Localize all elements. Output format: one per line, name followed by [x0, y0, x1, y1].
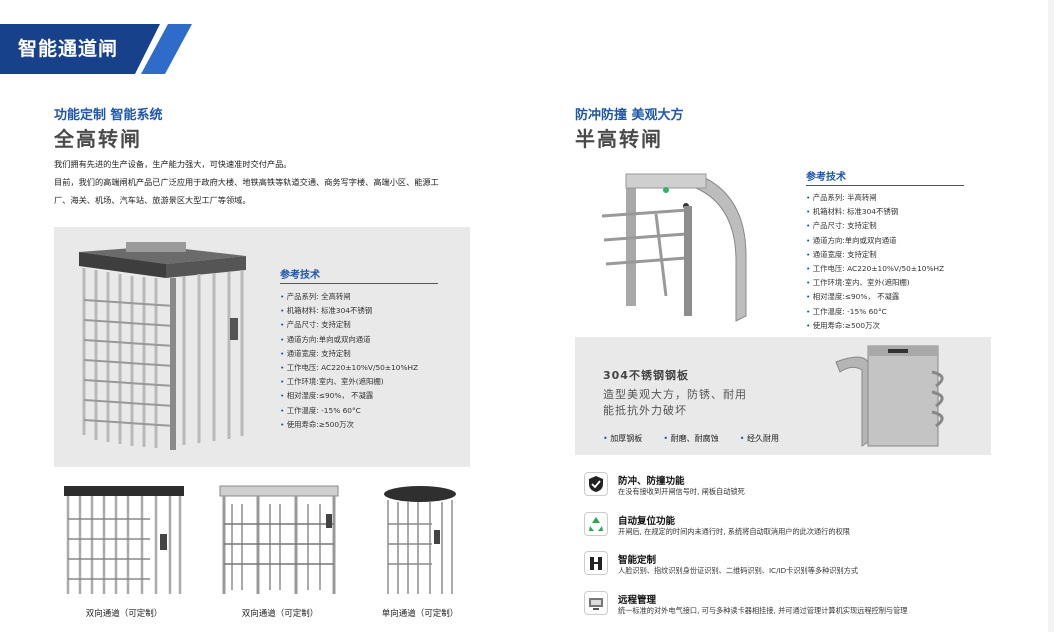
variant-caption-1: 双向通道（可定制）	[85, 609, 163, 619]
spec-item: 产品尺寸: 支持定制	[806, 219, 944, 233]
spec-item: 机箱材料: 标准304不锈钢	[280, 304, 418, 318]
steel-desc-line: 能抵抗外力破坏	[603, 404, 687, 417]
feature-desc: 开闸后, 在规定的时间内未通行时, 系统将自动取消用户的此次通行的权限	[618, 527, 850, 536]
variant-image-2	[219, 485, 339, 594]
feature-desc: 统一标准的对外电气接口, 可与多种读卡器相挂接, 并可通过管理计算机实现远程控制…	[618, 606, 908, 615]
spec-item: 产品系列: 全高转闸	[280, 290, 418, 304]
steel-tag: 耐磨、耐腐蚀	[663, 434, 718, 443]
left-subtitle: 功能定制 智能系统	[54, 108, 163, 123]
right-title: 半高转闸	[575, 127, 663, 151]
spec-item: 工作环境:室内、室外(遮阳棚)	[280, 375, 418, 389]
variant-image-3	[384, 486, 456, 594]
intro-line: 我们拥有先进的生产设备，生产能力强大，可快速准时交付产品。	[54, 159, 292, 169]
spec-item: 使用寿命:≥500万次	[280, 418, 418, 432]
left-spec-title: 参考技术	[280, 270, 320, 281]
spec-item: 使用寿命:≥500万次	[806, 319, 944, 333]
left-spec-divider	[280, 283, 438, 284]
feature-title: 自动复位功能	[618, 516, 676, 527]
variant-image-1	[64, 486, 184, 594]
intro-line: 目前，我们的高端闸机产品已广泛应用于政府大楼、地铁高铁等轨道交通、商务写字楼、高…	[54, 177, 439, 187]
half-height-turnstile-image	[601, 173, 747, 322]
variant-caption-3: 单向通道（可定制）	[381, 609, 459, 619]
spec-item: 相对湿度:≤90%， 不凝露	[280, 389, 418, 403]
feature-title: 远程管理	[618, 595, 657, 606]
spec-item: 相对湿度:≤90%， 不凝露	[806, 290, 944, 304]
spec-item: 工作电压: AC220±10%V/50±10%HZ	[280, 361, 418, 375]
remote-management-icon	[584, 591, 608, 615]
left-title: 全高转闸	[54, 127, 142, 151]
spec-item: 机箱材料: 标准304不锈钢	[806, 205, 944, 219]
feature-title: 防冲、防撞功能	[618, 476, 685, 487]
steel-tag: 经久耐用	[740, 434, 779, 443]
spec-item: 通道宽度: 支持定制	[806, 248, 944, 262]
feature-desc: 在没有接收到开闸信号时, 闸板自动锁死	[618, 487, 745, 496]
spec-item: 产品系列: 半高转闸	[806, 191, 944, 205]
feature-title: 智能定制	[618, 555, 657, 566]
steel-turnstile-image	[835, 345, 944, 447]
spec-item: 通道宽度: 支持定制	[280, 347, 418, 361]
steel-title: 304不锈钢钢板	[603, 369, 689, 382]
right-spec-list: 产品系列: 半高转闸 机箱材料: 标准304不锈钢 产品尺寸: 支持定制 通道方…	[806, 191, 944, 333]
recycle-icon	[584, 512, 608, 536]
spec-item: 通道方向:单向或双向通道	[280, 333, 418, 347]
full-height-turnstile-image	[79, 242, 246, 450]
page-edge	[1048, 0, 1054, 632]
steel-description: 造型美观大方，防锈、耐用 能抵抗外力破坏	[603, 387, 747, 419]
steel-tags: 加厚钢板 耐磨、耐腐蚀 经久耐用	[603, 426, 795, 445]
variant-caption-2: 双向通道（可定制）	[241, 609, 319, 619]
spec-item: 工作温度: -15% 60°C	[806, 305, 944, 319]
left-spec-list: 产品系列: 全高转闸 机箱材料: 标准304不锈钢 产品尺寸: 支持定制 通道方…	[280, 290, 418, 432]
spec-item: 工作温度: -15% 60°C	[280, 404, 418, 418]
spec-item: 通道方向:单向或双向通道	[806, 234, 944, 248]
feature-desc: 人脸识别、指纹识别身份证识别、二维码识别、IC/ID卡识别等多种识别方式	[618, 566, 859, 575]
shield-icon	[584, 472, 608, 496]
intro-line: 厂、海关、机场、汽车站、旅游景区大型工厂等领域。	[54, 195, 251, 205]
page-title: 智能通道闸	[18, 38, 119, 60]
turnstile-icon	[584, 551, 608, 575]
header-banner	[0, 24, 192, 74]
right-spec-divider	[806, 185, 964, 186]
right-subtitle: 防冲防撞 美观大方	[575, 108, 684, 123]
spec-item: 工作环境:室内、室外(遮阳棚)	[806, 276, 944, 290]
left-intro: 我们拥有先进的生产设备，生产能力强大，可快速准时交付产品。 目前，我们的高端闸机…	[54, 155, 474, 209]
spec-item: 产品尺寸: 支持定制	[280, 318, 418, 332]
right-spec-title: 参考技术	[806, 172, 846, 183]
steel-desc-line: 造型美观大方，防锈、耐用	[603, 388, 747, 401]
spec-item: 工作电压: AC220±10%V/50±10%HZ	[806, 262, 944, 276]
steel-tag: 加厚钢板	[603, 434, 642, 443]
